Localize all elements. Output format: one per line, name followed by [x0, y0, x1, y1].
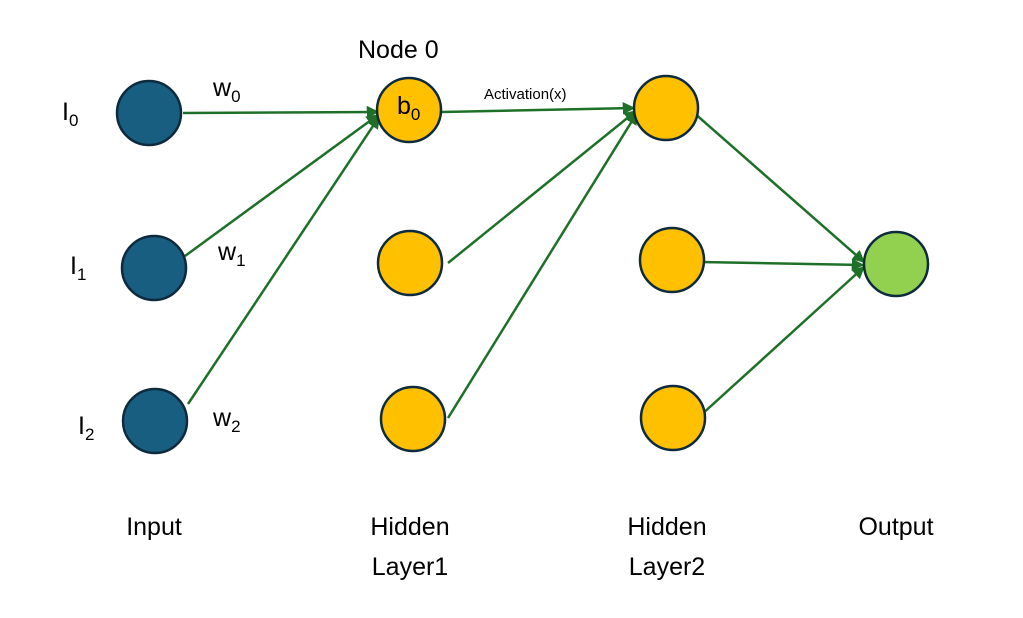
weight-label-2: w2 [213, 404, 241, 436]
input-label-0: I0 [62, 98, 79, 130]
edge-h2n2-out [699, 266, 865, 417]
hidden1-node-2 [379, 385, 447, 453]
hidden2-node-1 [638, 226, 706, 294]
input-node-0 [115, 79, 183, 147]
hidden1-node-1 [376, 229, 444, 297]
weight-label-0: w0 [213, 74, 241, 106]
bias-label: b0 [397, 92, 421, 124]
edge-h1n0-h2n0 [441, 101, 636, 115]
edge-i2-h1n0 [186, 115, 381, 405]
input-label-1: I1 [70, 252, 87, 284]
edge-h2n0-out [692, 111, 865, 263]
input-label-2: I2 [78, 412, 95, 444]
edge-h1n2-h2n0 [446, 111, 639, 419]
weight-label-1: w1 [218, 238, 246, 270]
hidden1-node-0 [375, 76, 443, 144]
edge-h1n1-h2n0 [447, 110, 637, 264]
edge-i0-h1n0 [182, 105, 380, 119]
input-node-2 [121, 387, 189, 455]
edge-i1-h1n0 [184, 113, 380, 258]
hidden2-node-0 [632, 74, 700, 142]
node-title: Node 0 [358, 36, 439, 64]
edge-h2n1-out [699, 258, 865, 272]
activation-label: Activation(x) [484, 86, 567, 103]
hidden2-node-2 [639, 384, 707, 452]
input-node-1 [120, 234, 188, 302]
layer-label-output: Output [858, 513, 934, 541]
output-node [862, 230, 930, 298]
layer-label-input: Input [126, 513, 182, 541]
